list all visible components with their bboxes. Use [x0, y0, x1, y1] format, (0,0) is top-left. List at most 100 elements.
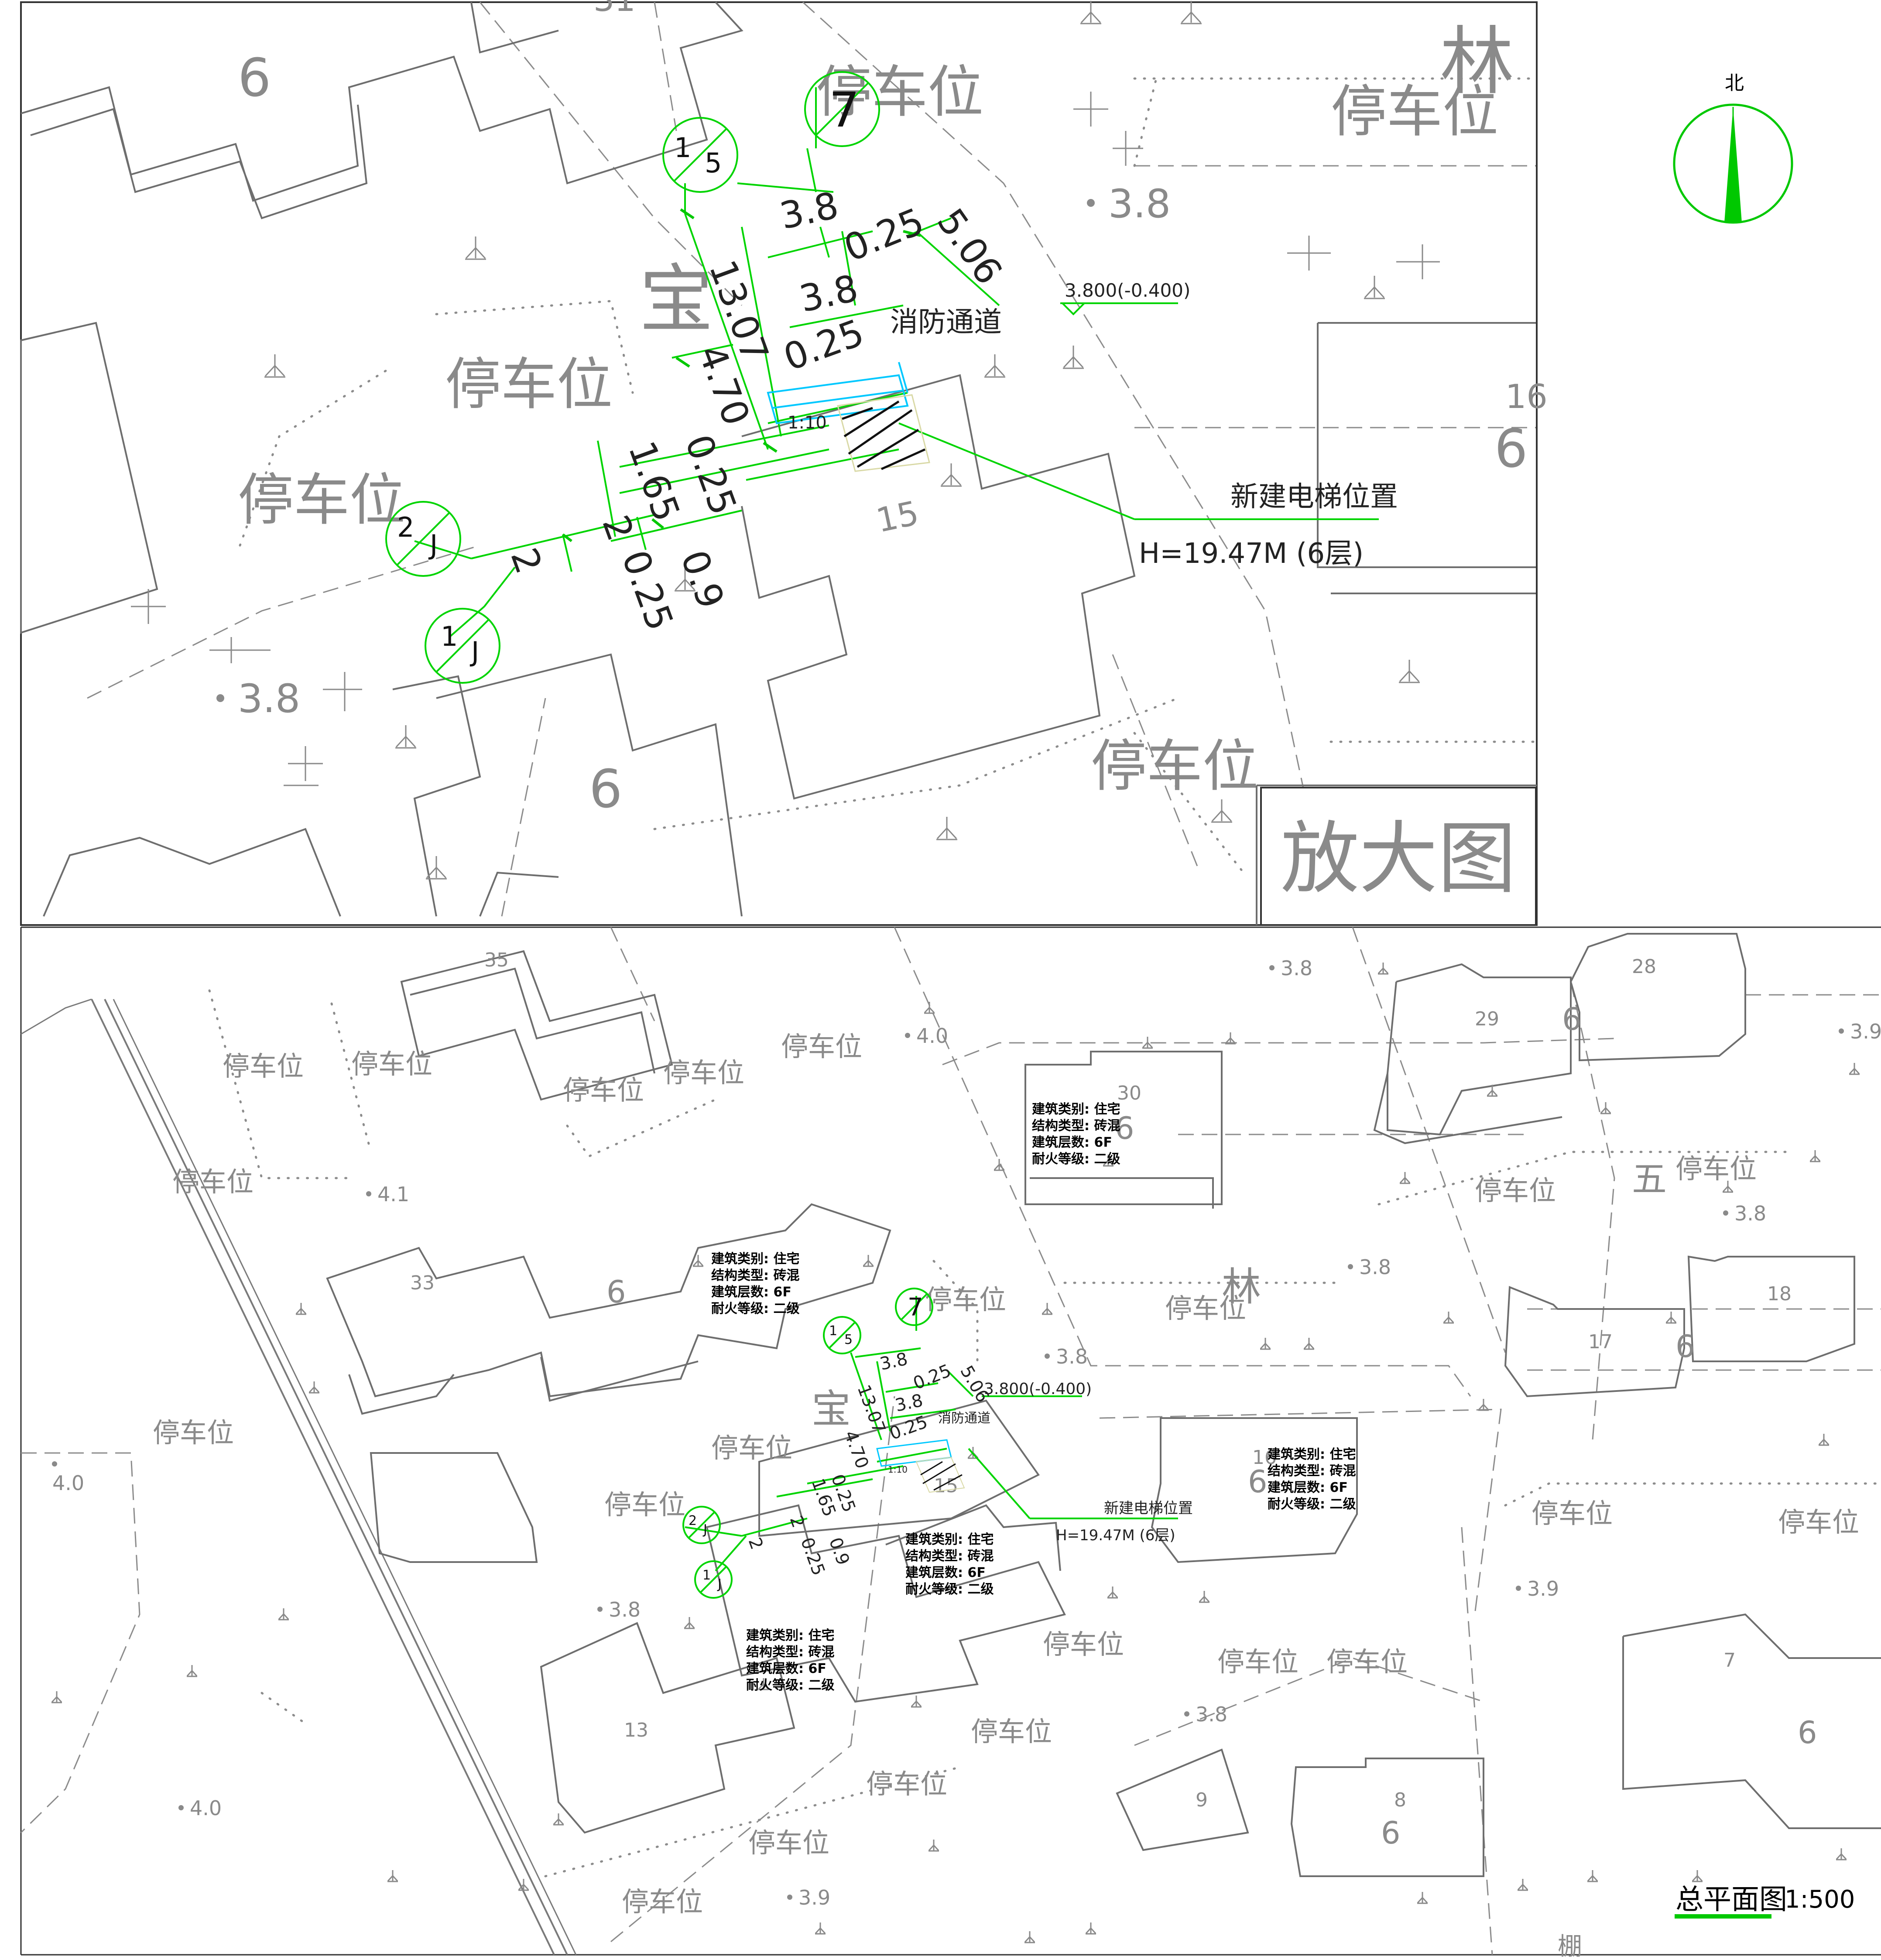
- parking-label: 停车位: [663, 1057, 744, 1089]
- svg-text:1: 1: [702, 1568, 711, 1583]
- parking-label: 停车位: [1778, 1506, 1859, 1538]
- spot-elevation: 3.9: [1850, 1020, 1881, 1043]
- building-number: 29: [1475, 1008, 1499, 1030]
- svg-text:耐火等级: 二级: 耐火等级: 二级: [746, 1678, 834, 1693]
- svg-text:结构类型: 砖混: 结构类型: 砖混: [1268, 1463, 1356, 1479]
- spot-elevation: 4.0: [52, 1471, 84, 1495]
- building-number: 13: [624, 1719, 648, 1741]
- parking-label: 停车位: [238, 468, 405, 533]
- axis-bubble: 2 J: [385, 501, 461, 577]
- svg-text:建筑层数: 6F: 建筑层数: 6F: [1032, 1135, 1112, 1150]
- floor-count: 6: [1381, 1815, 1401, 1851]
- enlarged-label-box: [1260, 787, 1537, 926]
- svg-text:耐火等级: 二级: 耐火等级: 二级: [711, 1301, 799, 1316]
- parking-label: 停车位: [1217, 1646, 1299, 1678]
- svg-text:结构类型: 砖混: 结构类型: 砖混: [746, 1645, 834, 1660]
- parking-label: 停车位: [1532, 1497, 1613, 1529]
- compound-name-char: 宝: [639, 257, 713, 343]
- spot-elevation: 3.8: [238, 676, 300, 722]
- parking-label: 停车位: [604, 1489, 685, 1521]
- svg-text:建筑类别: 住宅: 建筑类别: 住宅: [1032, 1102, 1120, 1117]
- svg-text:J: J: [428, 529, 438, 561]
- level-mark: 3.800(-0.400): [1065, 280, 1190, 301]
- elevator-height: H=19.47M (6层): [1139, 538, 1364, 570]
- svg-text:结构类型: 砖混: 结构类型: 砖混: [711, 1268, 799, 1283]
- building-info-block: 建筑类别: 住宅 结构类型: 砖混 建筑层数: 6F 耐火等级: 二级: [905, 1532, 994, 1597]
- elevator-height: H=19.47M (6层): [1056, 1527, 1175, 1544]
- parking-label: 停车位: [445, 352, 613, 417]
- compound-name-char: 林: [1440, 19, 1514, 105]
- svg-text:2: 2: [689, 1513, 697, 1528]
- site-plan-scale: 1:500: [1785, 1885, 1855, 1914]
- spot-elevation: 3.8: [609, 1598, 641, 1621]
- spot-elevation: 3.8: [1196, 1703, 1227, 1726]
- svg-text:J: J: [717, 1576, 722, 1592]
- building-info-block: 建筑类别: 住宅 结构类型: 砖混 建筑层数: 6F 耐火等级: 二级: [1032, 1102, 1120, 1167]
- spot-elevation: 4.0: [916, 1024, 948, 1048]
- parking-label: 停车位: [622, 1886, 703, 1918]
- elevator-label: 新建电梯位置: [1230, 481, 1398, 513]
- spot-elevation: 3.8: [1281, 956, 1312, 980]
- svg-text:7: 7: [908, 1293, 923, 1322]
- spot-elevation: 4.0: [190, 1796, 222, 1820]
- building-number: 15: [873, 493, 922, 540]
- floor-count: 6: [1798, 1715, 1817, 1751]
- building-number: 8: [1394, 1789, 1406, 1811]
- building-number: 18: [1767, 1283, 1792, 1305]
- building-number: 33: [410, 1272, 435, 1294]
- parking-label: 停车位: [563, 1074, 644, 1106]
- parking-label: 停车位: [711, 1432, 792, 1464]
- parking-label: 停车位: [223, 1050, 304, 1082]
- svg-text:建筑层数: 6F: 建筑层数: 6F: [905, 1565, 986, 1580]
- elevator-label: 新建电梯位置: [1104, 1500, 1193, 1517]
- axis-bubble: 1 J: [694, 1560, 733, 1599]
- compound-name-char: 五: [1632, 1159, 1667, 1199]
- svg-text:建筑类别: 住宅: 建筑类别: 住宅: [711, 1251, 799, 1267]
- svg-text:5: 5: [705, 147, 722, 179]
- level-mark: 3.800(-0.400): [984, 1380, 1092, 1398]
- spot-elevation: 3.8: [1056, 1345, 1088, 1368]
- building-info-block: 建筑类别: 住宅 结构类型: 砖混 建筑层数: 6F 耐火等级: 二级: [711, 1251, 799, 1316]
- floor-count: 6: [606, 1274, 626, 1310]
- svg-text:建筑类别: 住宅: 建筑类别: 住宅: [1268, 1447, 1356, 1462]
- spot-elevation-icon: 3.8: [1087, 181, 1171, 227]
- parking-label: 停车位: [172, 1166, 254, 1198]
- axis-bubble: 7: [895, 1288, 933, 1326]
- parking-label: 停车位: [866, 1768, 947, 1800]
- parking-label: 停车位: [153, 1417, 234, 1449]
- parking-label: 停车位: [971, 1716, 1052, 1748]
- axis-bubble: 7: [804, 71, 880, 147]
- ramp-slope: 1:10: [888, 1464, 908, 1475]
- axis-bubble: 1 J: [425, 608, 500, 684]
- svg-text:建筑类别: 住宅: 建筑类别: 住宅: [905, 1532, 994, 1547]
- building-number: 28: [1632, 956, 1656, 978]
- building-number: 9: [1196, 1789, 1208, 1811]
- parking-label: 停车位: [1043, 1628, 1124, 1660]
- elevator-shaft: [767, 362, 930, 472]
- parking-label: 停车位: [1326, 1646, 1408, 1678]
- floor-count: 6: [589, 759, 622, 820]
- svg-text:5: 5: [844, 1332, 853, 1347]
- building-info-block: 建筑类别: 住宅 结构类型: 砖混 建筑层数: 6F 耐火等级: 二级: [1268, 1447, 1356, 1512]
- spot-elevation: 4.1: [377, 1182, 409, 1206]
- building-number: 16: [1252, 1446, 1277, 1469]
- fire-lane-label: 消防通道: [938, 1411, 990, 1426]
- site-plan-title: 总平面图: [1675, 1884, 1787, 1916]
- axis-bubble: 2 J: [682, 1506, 721, 1544]
- building-number: 7: [1723, 1649, 1736, 1672]
- parking-label: 停车位: [1475, 1175, 1556, 1206]
- parking-label: 停车位: [1091, 734, 1258, 799]
- fire-lane-label: 消防通道: [890, 306, 1002, 339]
- svg-text:2: 2: [397, 511, 414, 543]
- enlarged-label: 放大图: [1281, 813, 1516, 905]
- floor-count: 6: [1562, 1001, 1582, 1037]
- parking-label: 停车位: [781, 1031, 862, 1062]
- floor-count: 6: [1248, 1464, 1268, 1500]
- svg-text:耐火等级: 二级: 耐火等级: 二级: [1268, 1497, 1356, 1512]
- svg-text:J: J: [702, 1522, 707, 1537]
- parking-label: 停车位: [748, 1827, 829, 1859]
- svg-text:建筑层数: 6F: 建筑层数: 6F: [746, 1661, 826, 1676]
- axis-bubble: 1 5: [823, 1316, 861, 1354]
- north-label: 北: [1725, 72, 1744, 94]
